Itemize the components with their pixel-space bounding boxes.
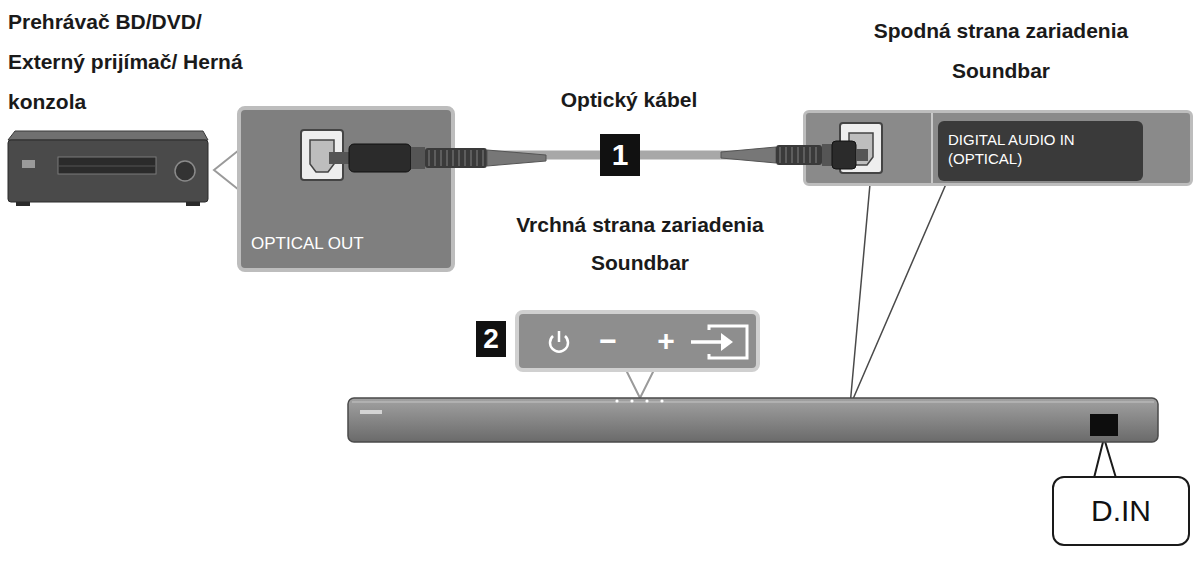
- callout-number: 1: [600, 134, 640, 176]
- optical-plug: [329, 144, 546, 172]
- port-name: OPTICAL OUT: [251, 234, 364, 254]
- port-callout: OPTICAL OUT: [237, 106, 455, 272]
- port-label-box: DIGITAL AUDIO IN (OPTICAL): [938, 121, 1143, 181]
- callout-pointer: [626, 370, 654, 398]
- panel-divider: [931, 113, 933, 183]
- button-panel: −+: [515, 310, 760, 372]
- port-name-box: D.IN: [1052, 476, 1190, 546]
- callout-pointer: [1094, 438, 1116, 478]
- port-panel: DIGITAL AUDIO IN (OPTICAL)Spodná strana …: [803, 110, 1193, 186]
- soundbar: [348, 398, 1158, 442]
- input-icon: [691, 326, 747, 358]
- panel-heading: Vrchná strana zariadenia Soundbar: [485, 206, 795, 282]
- callout-pointer: [214, 150, 239, 190]
- power-icon: [550, 331, 568, 352]
- edge-label: Optický kábel: [557, 83, 702, 117]
- player-device: [8, 131, 208, 206]
- callout-number: 2: [476, 321, 506, 357]
- port-name: DIGITAL AUDIO IN (OPTICAL): [948, 130, 1133, 168]
- callout-pointer: [850, 184, 946, 406]
- optical-plug: [721, 141, 868, 169]
- button-symbol: −: [591, 324, 625, 358]
- device-name: Prehrávač BD/DVD/ Externý prijímač/ Hern…: [8, 2, 248, 122]
- button-symbol: +: [649, 324, 683, 358]
- digital-in-port: [1090, 414, 1118, 436]
- node-art: [519, 314, 764, 376]
- port-name: D.IN: [1054, 478, 1188, 544]
- panel-heading: Spodná strana zariadenia Soundbar: [851, 11, 1151, 91]
